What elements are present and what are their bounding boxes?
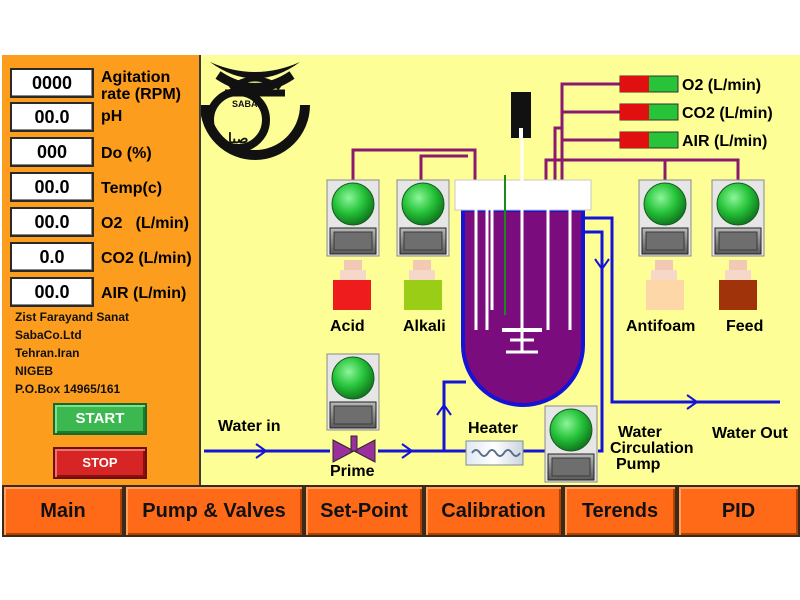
status-led xyxy=(401,182,445,226)
o2-label: O2 (L/min) xyxy=(101,215,189,232)
heater-label: Heater xyxy=(468,420,518,437)
status-led xyxy=(643,182,687,226)
bottom-nav: Main Pump & Valves Set-Point Calibration… xyxy=(2,485,800,537)
saba-logo: SABA صبا xyxy=(200,62,310,160)
antifoam-label: Antifoam xyxy=(626,318,695,335)
do-label: Do (%) xyxy=(101,145,152,162)
air-value[interactable]: 00.0 xyxy=(10,277,94,307)
alkali-pump[interactable] xyxy=(396,179,450,257)
logo-text: SABA xyxy=(232,99,258,109)
water-circ-label-2: Circulation xyxy=(610,440,694,457)
co2-label: CO2 (L/min) xyxy=(101,250,192,267)
feed-bottle xyxy=(719,260,757,310)
nav-pid[interactable]: PID xyxy=(677,485,800,537)
bioreactor-vessel xyxy=(454,92,592,407)
water-circ-label-3: Pump xyxy=(616,456,661,473)
water-out-label: Water Out xyxy=(712,425,789,442)
status-led xyxy=(549,408,593,452)
antifoam-pump[interactable] xyxy=(638,179,692,257)
gas-label-co2: CO2 (L/min) xyxy=(682,105,773,122)
air-label: AIR (L/min) xyxy=(101,285,187,302)
acid-pump[interactable] xyxy=(326,179,380,257)
agitation-label: Agitation rate (RPM) xyxy=(101,69,182,103)
o2-value[interactable]: 00.0 xyxy=(10,207,94,237)
start-button[interactable]: START xyxy=(53,403,147,435)
temp-value[interactable]: 00.0 xyxy=(10,172,94,202)
acid-bottle xyxy=(333,260,371,310)
prime-pump[interactable] xyxy=(326,353,380,431)
gas-indicator-co2 xyxy=(619,103,679,121)
status-led xyxy=(716,182,760,226)
prime-label: Prime xyxy=(330,463,375,480)
antifoam-bottle xyxy=(646,260,684,310)
gas-indicator-air xyxy=(619,131,679,149)
company-ltd: SabaCo.Ltd xyxy=(15,328,82,342)
co2-value[interactable]: 0.0 xyxy=(10,242,94,272)
water-circ-label-1: Water xyxy=(618,424,662,441)
ph-label: pH xyxy=(101,108,123,125)
alkali-label: Alkali xyxy=(403,318,446,335)
feed-label: Feed xyxy=(726,318,763,335)
temp-label: Temp(c) xyxy=(101,180,163,197)
gas-label-o2: O2 (L/min) xyxy=(682,77,761,94)
water-in-label: Water in xyxy=(218,418,281,435)
status-led xyxy=(331,182,375,226)
circulation-pump[interactable] xyxy=(544,405,598,483)
heater xyxy=(465,440,524,466)
stop-button[interactable]: STOP xyxy=(53,447,147,479)
gas-lines xyxy=(351,82,740,185)
prime-valve[interactable] xyxy=(332,435,376,463)
logo-script: صبا xyxy=(228,130,248,146)
nav-setpoint[interactable]: Set-Point xyxy=(304,485,424,537)
ph-value[interactable]: 00.0 xyxy=(10,102,94,132)
company-org: NIGEB xyxy=(15,364,54,378)
nav-calibration[interactable]: Calibration xyxy=(424,485,563,537)
do-value[interactable]: 000 xyxy=(10,137,94,167)
nav-pump-valves[interactable]: Pump & Valves xyxy=(124,485,304,537)
nav-main[interactable]: Main xyxy=(2,485,124,537)
gas-indicator-o2 xyxy=(619,75,679,93)
company-pobox: P.O.Box 14965/161 xyxy=(15,382,121,396)
alkali-bottle xyxy=(404,260,442,310)
company-city: Tehran.Iran xyxy=(15,346,80,360)
feed-pump[interactable] xyxy=(711,179,765,257)
status-led xyxy=(331,356,375,400)
gas-label-air: AIR (L/min) xyxy=(682,133,767,150)
company-name: Zist Farayand Sanat xyxy=(15,310,130,324)
agitation-value[interactable]: 0000 xyxy=(10,68,94,98)
acid-label: Acid xyxy=(330,318,365,335)
nav-terends[interactable]: Terends xyxy=(563,485,677,537)
